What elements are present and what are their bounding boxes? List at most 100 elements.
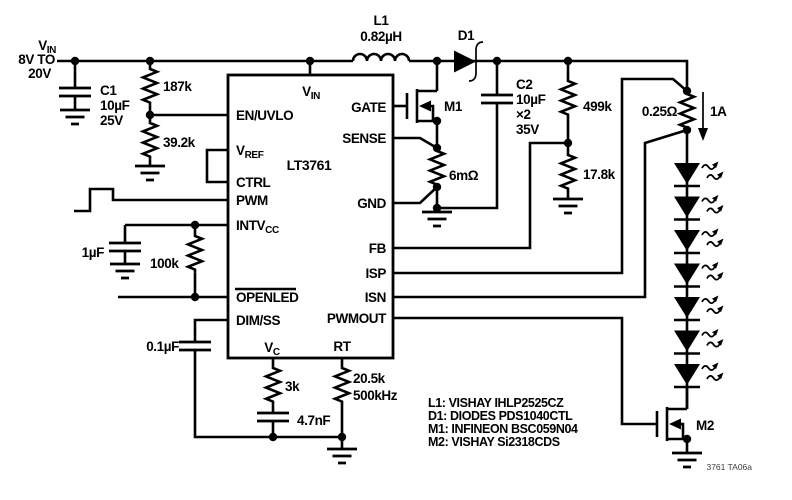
inductor-l1: L1 0.82µH [351,13,411,62]
ground-icon [670,451,704,469]
resistor-39k2 [141,118,159,161]
vin-source-label: VIN [38,38,56,56]
pin-vref: VREF [236,143,264,161]
wire-bottom-rail [193,350,344,449]
wire-top-rail [57,59,689,91]
c1-ref: C1 [100,83,117,98]
current-sense-resistor: 6mΩ [420,146,479,228]
led-current-value: 1A [710,104,727,119]
junction-dot [337,432,347,442]
ground-icon [551,197,585,215]
inductor-coils [351,52,411,62]
r-timing-freq: 500kHz [353,388,398,403]
note-l1: L1: VISHAY IHLP2525CZ [428,396,564,410]
pin-rt: RT [333,339,351,354]
led-icon [674,296,724,321]
c2-ref: C2 [516,77,532,92]
junction-dot [432,203,442,213]
m1-ref: M1 [444,99,463,114]
r-uvlo-top-value: 187k [163,79,192,94]
c-comp-value: 4.7nF [297,413,330,428]
r-led-sense-value: 0.25Ω [642,104,678,119]
pin-fb: FB [369,241,387,256]
resistor-100k [186,231,204,274]
input-cap-c1: C1 10µF 25V [57,61,130,128]
vin-range-line1: 8V TO [18,52,55,67]
note-m2: M2: VISHAY Si2318CDS [428,435,560,449]
capacitor-icon [107,241,143,253]
led-sense-resistor: 0.25Ω 1A [642,89,728,141]
r-uvlo-bottom-value: 39.2k [163,135,196,150]
wire-c2 [437,61,499,210]
c2-mult: ×2 [516,107,531,122]
ground-icon [108,262,142,280]
intvcc-network: 1µF 100k [82,225,204,297]
junction-dot [305,56,315,66]
r-timing-value: 20.5k [353,371,386,386]
mosfet-m2: M2 [655,405,714,469]
junction-dot [682,86,692,96]
wire-pwmout [393,316,657,426]
current-arrow-head [698,128,708,141]
led-icon [674,363,724,388]
pin-pwmout: PWMOUT [327,311,387,326]
pin-ctrl: CTRL [236,175,271,190]
pin-vin: VIN [302,84,320,102]
r-fb-bottom-value: 17.8k [583,167,616,182]
component-notes: L1: VISHAY IHLP2525CZ D1: DIODES PDS1040… [428,396,578,449]
pin-openled: OPENLED [236,290,299,305]
resistor-187k [141,64,159,107]
c-softstart-value: 0.1µF [146,339,179,354]
pin-gnd: GND [357,196,386,211]
l1-ref: L1 [374,13,390,28]
led-icon [674,229,724,254]
pin-pwm: PWM [236,193,268,208]
note-m1: M1: INFINEON BSC059N04 [428,422,578,436]
junction-dot [70,56,80,66]
supply-input: VIN 8V TO 20V [18,38,56,81]
capacitor-icon [57,86,93,98]
junction-dots [70,56,692,444]
resistor-17k8 [559,150,577,193]
nmos-icon [655,405,689,443]
ground-icon [58,108,92,126]
mosfet-m1: M1 [405,87,463,125]
ic-lt3761: LT3761 VIN EN/UVLO VREF CTRL PWM INTVCC … [226,73,395,360]
r-openled-value: 100k [150,256,179,271]
wire-sense-kelvin [393,136,438,150]
r-current-sense-value: 6mΩ [449,168,479,183]
led-string [674,162,724,388]
pin-gate: GATE [351,100,386,115]
d1-ref: D1 [458,28,475,43]
r-fb-top-value: 499k [583,99,612,114]
capacitor-icon [177,340,213,352]
junction-dot [268,432,278,442]
pin-dimss: DIM/SS [236,313,281,328]
capacitor-icon [255,411,291,423]
figure-id: 3761 TA06a [706,462,752,472]
junction-dot [432,56,442,66]
ground-icon [325,447,359,465]
c-intvcc-value: 1µF [82,245,104,260]
junction-dot [432,116,442,126]
junction-dot [145,56,155,66]
c1-rating: 25V [100,113,123,128]
ground-icon [133,164,167,182]
led-icon [674,262,724,287]
r-comp-value: 3k [285,379,300,394]
resistor-6mohm [428,146,446,189]
diode-anode-triangle [454,50,476,73]
l1-value: 0.82µH [360,29,401,44]
c2-value: 10µF [516,92,546,107]
softstart-cap: 0.1µF [146,339,213,354]
nmos-icon [405,87,439,125]
wire-dimss [193,318,228,342]
junction-dot [190,220,200,230]
junction-dot [190,292,200,302]
ic-body [226,73,395,360]
resistor-20k5 [333,363,351,406]
m2-ref: M2 [696,418,714,433]
vin-range-line2: 20V [28,66,51,81]
led-icon [674,329,724,354]
